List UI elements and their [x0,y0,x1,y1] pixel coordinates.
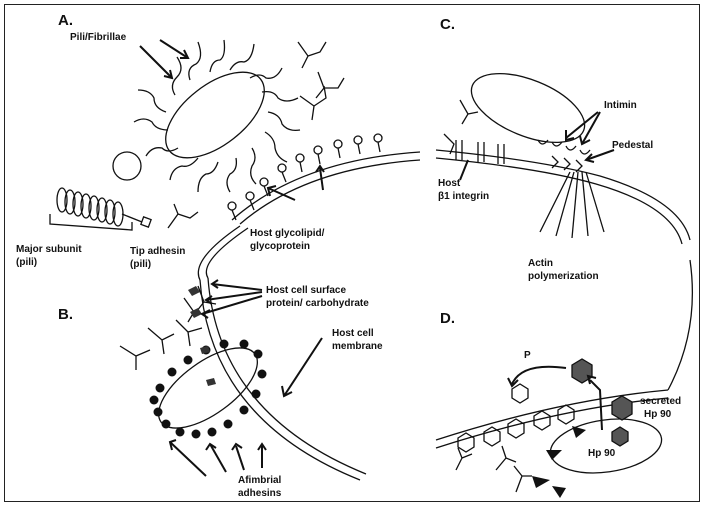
panel-a-letter: A. [58,12,73,29]
label-hp90: Hp 90 [588,448,615,460]
label-surface-2: protein/ carbohydrate [266,298,369,310]
label-secreted-2: Hp 90 [644,409,671,421]
label-host-integrin-2: β1 integrin [438,191,489,203]
panel-b-drawing [120,226,366,480]
panel-d-host-membrane [436,390,668,440]
label-host-glyco-1: Host glycolipid/ [250,228,324,240]
panel-c-drawing [436,60,692,390]
label-major-subunit-2: (pili) [16,257,37,269]
tip-adhesin-shape [141,217,151,227]
label-pili-fibrillae: Pili/Fibrillae [70,32,126,44]
panel-a-arrows [140,40,324,200]
label-tip-adhesin-1: Tip adhesin [130,246,185,258]
label-pedestal: Pedestal [612,140,653,152]
panel-c-arrows [460,112,614,180]
label-surface-1: Host cell surface [266,285,346,297]
afimbrial-adhesin-dots [150,340,267,439]
label-secreted-1: secreted [640,396,681,408]
panel-c-letter: C. [440,16,455,33]
actin-filaments [540,172,604,238]
panel-c-bacterium [462,60,594,157]
panel-a-small-body [113,152,141,180]
label-afimbrial-1: Afimbrial [238,475,281,487]
panel-b-letter: B. [58,306,73,323]
label-p: P [524,350,531,362]
panel-d-antibodies [456,446,532,492]
panel-a-drawing [50,40,420,230]
pili-fibrillae [134,40,300,192]
label-membrane-2: membrane [332,341,383,353]
panel-d-drawing [436,359,668,498]
label-actin-1: Actin [528,258,553,270]
panel-a-antibodies [168,42,344,228]
label-host-glyco-2: glycoprotein [250,241,310,253]
major-subunit-coil [57,188,142,226]
label-tip-adhesin-2: (pili) [130,259,151,271]
label-host-integrin-1: Host [438,178,460,190]
panel-d-letter: D. [440,310,455,327]
label-membrane-1: Host cell [332,328,374,340]
panel-b-host-membrane [200,280,360,480]
label-major-subunit-1: Major subunit [16,244,82,256]
label-actin-2: polymerization [528,271,599,283]
label-intimin: Intimin [604,100,637,112]
panel-d-arrows [508,367,602,430]
label-afimbrial-2: adhesins [238,488,281,500]
